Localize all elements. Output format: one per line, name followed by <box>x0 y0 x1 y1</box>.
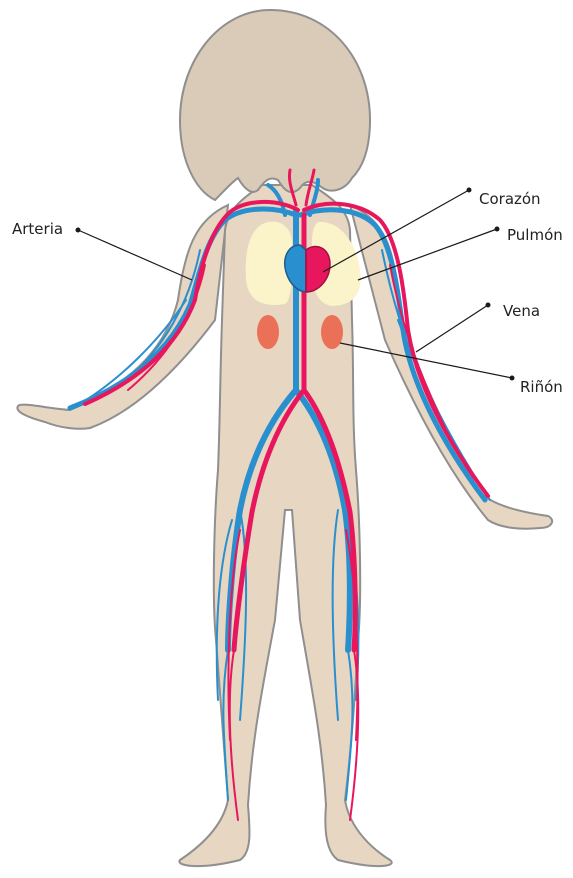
pulmon-label: Pulmón <box>507 226 563 244</box>
left-arm <box>17 205 228 429</box>
rinon-leader <box>340 343 512 378</box>
vena-dot <box>486 303 491 308</box>
hair <box>180 10 370 200</box>
right-arm <box>350 205 552 529</box>
vena-leader <box>416 305 488 352</box>
label-rinon: Riñón <box>340 343 563 396</box>
arteria-label: Arteria <box>12 220 63 238</box>
rinon-dot <box>510 376 515 381</box>
label-arteria: Arteria <box>12 220 192 280</box>
left-kidney <box>257 315 279 349</box>
vena-label: Vena <box>503 302 540 320</box>
rinon-label: Riñón <box>520 378 563 396</box>
label-vena: Vena <box>416 302 540 352</box>
arteria-leader <box>78 230 192 280</box>
corazon-label: Corazón <box>479 190 541 208</box>
right-kidney <box>321 315 343 349</box>
head <box>180 10 370 200</box>
corazon-dot <box>467 188 472 193</box>
arteria-dot <box>76 228 81 233</box>
pulmon-dot <box>495 227 500 232</box>
